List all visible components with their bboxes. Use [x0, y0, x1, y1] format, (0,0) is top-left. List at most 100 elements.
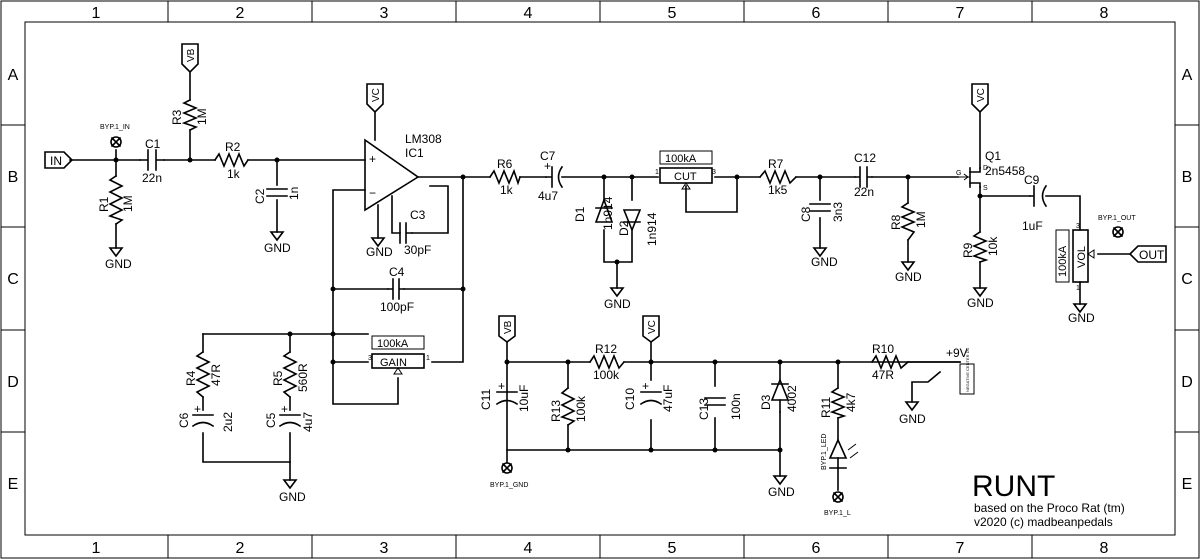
- svg-text:1n914: 1n914: [601, 196, 615, 230]
- svg-text:GND: GND: [895, 270, 922, 284]
- svg-text:C6: C6: [177, 412, 191, 428]
- svg-text:R11: R11: [819, 397, 833, 418]
- pot-vol-value: 100kA: [1057, 245, 1069, 277]
- row-label-left: C: [7, 271, 19, 288]
- pad-byp-out: BYP.1_OUT: [1098, 215, 1136, 238]
- resistor-r7: R7 1k5: [758, 157, 798, 197]
- vb-port-label: VB: [186, 48, 197, 62]
- svg-text:R12: R12: [595, 342, 617, 356]
- svg-text:R13: R13: [549, 400, 563, 422]
- svg-text:+: +: [498, 379, 505, 393]
- dc-jack-label: NEGATIVE CENTER DC: [965, 348, 970, 392]
- pot-vol-name: VOL: [1076, 246, 1088, 268]
- junctions: [113, 157, 983, 453]
- pot-gain: 100kA GAIN 3 1: [368, 335, 430, 375]
- resistor-r9: R9 10k: [961, 230, 1000, 264]
- col-label-top: 7: [956, 5, 965, 22]
- resistor-r3: R3 1M: [170, 98, 209, 132]
- row-label-right: C: [1181, 271, 1193, 288]
- vc-port-2: VC: [971, 83, 989, 114]
- pot-cut: 100kA CUT 1 3: [655, 150, 716, 190]
- diode-d3: D3 4002: [759, 377, 799, 413]
- svg-text:GND: GND: [1068, 311, 1095, 325]
- resistor-r12: R12 100k: [588, 342, 626, 382]
- svg-text:+: +: [194, 402, 201, 416]
- col-label-top: 6: [812, 5, 821, 22]
- pot-vol: 100kA VOL 3 1: [1055, 223, 1095, 292]
- capacitor-c2: C2 1n: [253, 187, 301, 204]
- col-label-bottom: 8: [1100, 540, 1109, 557]
- wires: [69, 71, 1131, 491]
- svg-text:C4: C4: [389, 265, 405, 279]
- svg-text:+: +: [642, 379, 649, 393]
- svg-text:1M: 1M: [914, 211, 928, 228]
- row-label-right: E: [1182, 476, 1193, 493]
- svg-text:GND: GND: [264, 241, 291, 255]
- jfet-ref: Q1: [985, 149, 1001, 163]
- svg-text:R5: R5: [271, 370, 285, 386]
- resistor-r10: R10 47R: [870, 342, 910, 382]
- row-label-left: E: [8, 476, 19, 493]
- resistor-r5: R5 560R: [271, 350, 310, 399]
- svg-text:1M: 1M: [195, 108, 209, 125]
- svg-text:2u2: 2u2: [221, 412, 235, 432]
- svg-text:1: 1: [655, 169, 659, 176]
- svg-text:R9: R9: [961, 242, 975, 258]
- pot-cut-value: 100kA: [665, 153, 697, 165]
- svg-text:4u7: 4u7: [538, 189, 558, 203]
- supply-label: +9V: [946, 346, 968, 360]
- col-label-bottom: 2: [236, 540, 245, 557]
- svg-text:GND: GND: [105, 257, 132, 271]
- capacitor-c1: C1 22n: [139, 137, 165, 185]
- row-label-left: B: [8, 169, 19, 186]
- svg-text:4k7: 4k7: [844, 392, 858, 412]
- vc-port-label: VC: [647, 320, 658, 334]
- col-label-top: 5: [668, 5, 677, 22]
- ground-symbols: GND GND GND GND GND GND GND GND GND GND …: [105, 231, 1095, 504]
- svg-text:C9: C9: [1024, 173, 1040, 187]
- ground-icon: GND: [811, 247, 838, 269]
- title-block: RUNT based on the Proco Rat (tm) v2020 (…: [972, 470, 1125, 529]
- in-port: IN: [44, 151, 74, 169]
- svg-text:R4: R4: [184, 370, 198, 386]
- svg-text:C12: C12: [854, 151, 876, 165]
- svg-text:GND: GND: [366, 245, 393, 259]
- diode-d1: D1 1n914: [573, 196, 615, 230]
- row-label-left: A: [8, 67, 19, 84]
- svg-text:22n: 22n: [142, 171, 162, 185]
- vc-port-1: VC: [366, 83, 384, 114]
- svg-text:30pF: 30pF: [404, 243, 431, 257]
- col-label-bottom: 1: [92, 540, 101, 557]
- svg-text:47R: 47R: [872, 368, 894, 382]
- col-label-bottom: 5: [668, 540, 677, 557]
- col-label-bottom: 6: [812, 540, 821, 557]
- capacitor-c12: C12 22n: [854, 151, 876, 199]
- svg-text:GND: GND: [899, 412, 926, 426]
- title-credit: v2020 (c) madbeanpedals: [974, 515, 1113, 529]
- ground-icon: GND: [105, 247, 132, 271]
- ground-icon: GND: [604, 287, 631, 311]
- svg-text:R6: R6: [497, 157, 513, 171]
- svg-text:GND: GND: [967, 296, 994, 310]
- svg-text:G: G: [956, 170, 961, 177]
- svg-text:+: +: [281, 402, 288, 416]
- out-port: OUT: [1128, 245, 1167, 263]
- out-port-label: OUT: [1139, 248, 1165, 262]
- opamp-plus: +: [369, 152, 376, 166]
- capacitor-c7: + C7 4u7: [538, 149, 564, 203]
- svg-text:100pF: 100pF: [380, 300, 414, 314]
- svg-text:1uF: 1uF: [1022, 219, 1043, 233]
- svg-text:1M: 1M: [121, 195, 135, 212]
- svg-text:3n3: 3n3: [831, 202, 845, 222]
- svg-text:22n: 22n: [854, 185, 874, 199]
- title-subtitle: based on the Proco Rat (tm): [974, 501, 1125, 515]
- svg-text:R3: R3: [170, 109, 184, 125]
- col-label-top: 3: [380, 5, 389, 22]
- opamp-ic1: + − LM308 IC1: [364, 132, 442, 212]
- supply-9v: +9V NEGATIVE CENTER DC: [946, 346, 975, 395]
- in-port-label: IN: [50, 154, 62, 168]
- resistor-r6: R6 1k: [488, 157, 522, 197]
- capacitor-c3: C3 30pF: [399, 208, 431, 257]
- diodes: D1 1n914 D2 1n914 D3 4002: [573, 196, 859, 469]
